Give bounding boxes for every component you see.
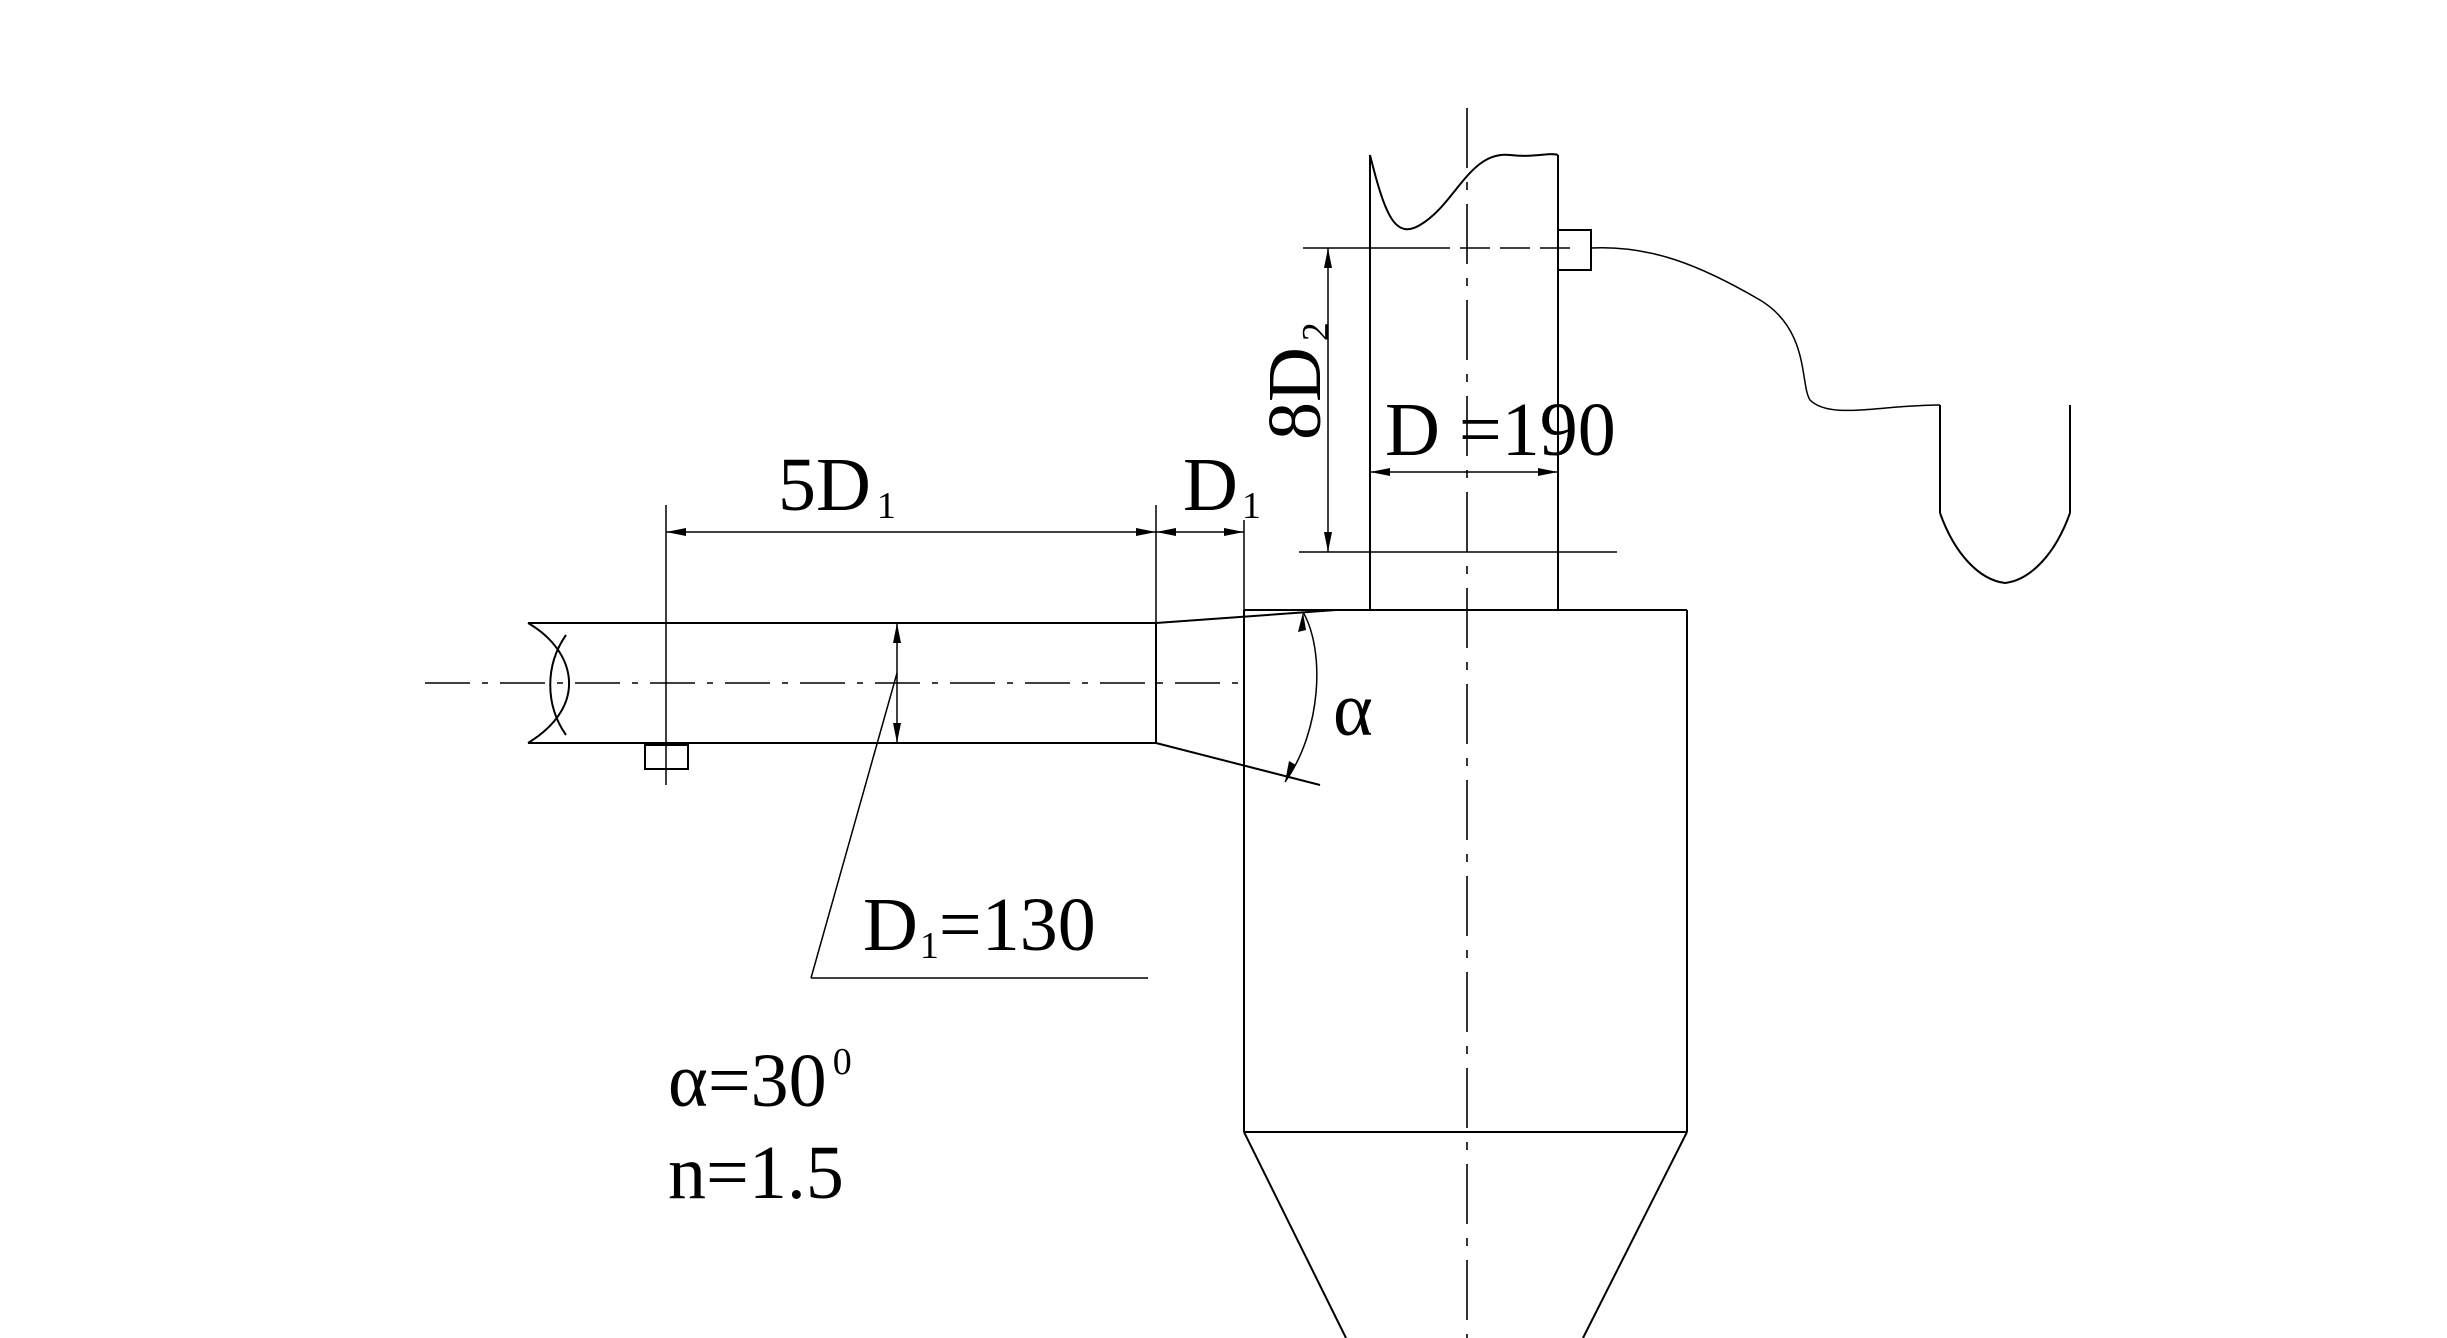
angle-alpha-arc bbox=[1284, 611, 1318, 783]
dimension-8d2 bbox=[1299, 247, 1617, 553]
cyclone-cone bbox=[1243, 1131, 1688, 1338]
inlet-transition bbox=[1155, 609, 1337, 786]
label-d1-130: D1=130 bbox=[863, 883, 1096, 967]
label-alpha: α bbox=[1333, 668, 1373, 752]
dimension-5d1-d1 bbox=[665, 505, 1245, 650]
probe-bottom bbox=[644, 650, 689, 785]
note-n-value: n=1.5 bbox=[668, 1131, 844, 1215]
label-d-190: D =190 bbox=[1385, 388, 1616, 472]
label-8d2: 8D2 bbox=[1253, 322, 1337, 440]
inlet-pipe bbox=[527, 622, 1156, 744]
outlet-pipe bbox=[1369, 153, 1559, 610]
cyclone-body bbox=[1243, 609, 1688, 1133]
leader-d1-130 bbox=[810, 672, 1148, 979]
dimension-pipe-diameter bbox=[893, 623, 901, 743]
probe-top bbox=[1557, 229, 2071, 585]
dimension-d-190 bbox=[1370, 468, 1558, 476]
